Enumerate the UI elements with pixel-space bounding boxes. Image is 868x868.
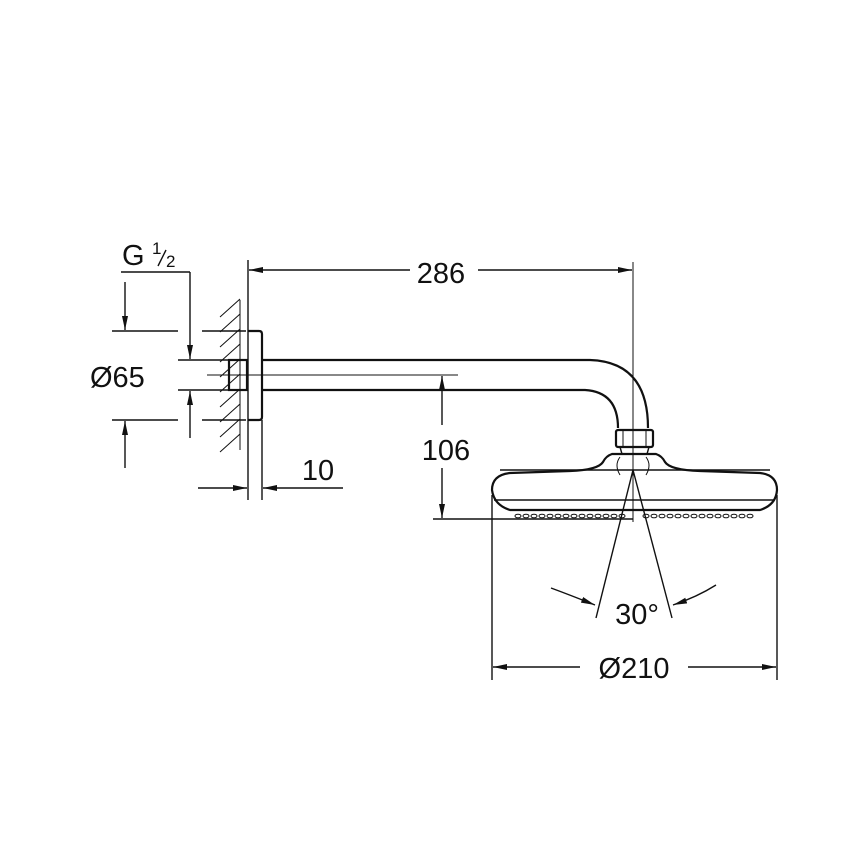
dim-text-30: 30°	[615, 599, 659, 631]
shower-arm	[262, 358, 650, 429]
thread-label: G	[122, 240, 145, 272]
spray-nozzle	[650, 513, 658, 519]
spray-nozzle	[546, 513, 554, 519]
spray-nozzle	[690, 513, 698, 519]
spray-nozzle	[514, 513, 522, 519]
dim-text-106: 106	[422, 435, 470, 467]
spray-nozzle	[714, 513, 722, 519]
dimension-flange-depth: 10	[198, 420, 343, 500]
dimension-arm-length: 286	[249, 258, 632, 290]
spray-nozzle	[658, 513, 666, 519]
dimension-height-drop: 106	[422, 376, 633, 520]
dim-text-286: 286	[417, 258, 465, 290]
dimension-head-diameter: Ø210	[491, 495, 778, 685]
spray-nozzle	[730, 513, 738, 519]
wall-hatch-line	[219, 313, 241, 333]
wall-hatch-line	[219, 343, 241, 363]
spray-nozzle	[586, 513, 594, 519]
spray-nozzle	[682, 513, 690, 519]
spray-nozzle	[578, 513, 586, 519]
spray-nozzle	[538, 513, 546, 519]
spray-nozzle	[706, 513, 714, 519]
spray-nozzle	[666, 513, 674, 519]
dim-text-210: Ø210	[599, 653, 670, 685]
spray-nozzle	[738, 513, 746, 519]
dimension-flange-diameter: Ø65	[90, 282, 246, 468]
thread-fraction-den: 2	[166, 252, 175, 271]
wall-hatch-line	[219, 388, 241, 408]
spray-nozzle	[698, 513, 706, 519]
spray-nozzle	[602, 513, 610, 519]
dimension-spray-angle: 30°	[550, 469, 717, 631]
dim-text-65: Ø65	[90, 362, 145, 394]
wall-hatch-line	[219, 403, 241, 423]
spray-nozzle	[674, 513, 682, 519]
wall-hatch-line	[219, 328, 241, 348]
thread-fraction-num: 1	[152, 239, 161, 258]
spray-nozzle	[554, 513, 562, 519]
spray-nozzle	[610, 513, 618, 519]
spray-nozzle	[746, 513, 754, 519]
wall-hatch-line	[219, 298, 241, 318]
spray-nozzle	[722, 513, 730, 519]
spray-nozzle	[530, 513, 538, 519]
spray-nozzle	[570, 513, 578, 519]
wall	[219, 260, 249, 500]
dim-text-10: 10	[302, 455, 334, 487]
shower-head	[490, 452, 779, 519]
connection-nut	[614, 428, 655, 455]
wall-hatch-line	[219, 418, 241, 438]
spray-nozzle	[522, 513, 530, 519]
dimension-thread: G 1 2	[121, 239, 228, 438]
spray-nozzle	[562, 513, 570, 519]
wall-hatch-line	[219, 433, 241, 453]
spray-nozzle	[594, 513, 602, 519]
